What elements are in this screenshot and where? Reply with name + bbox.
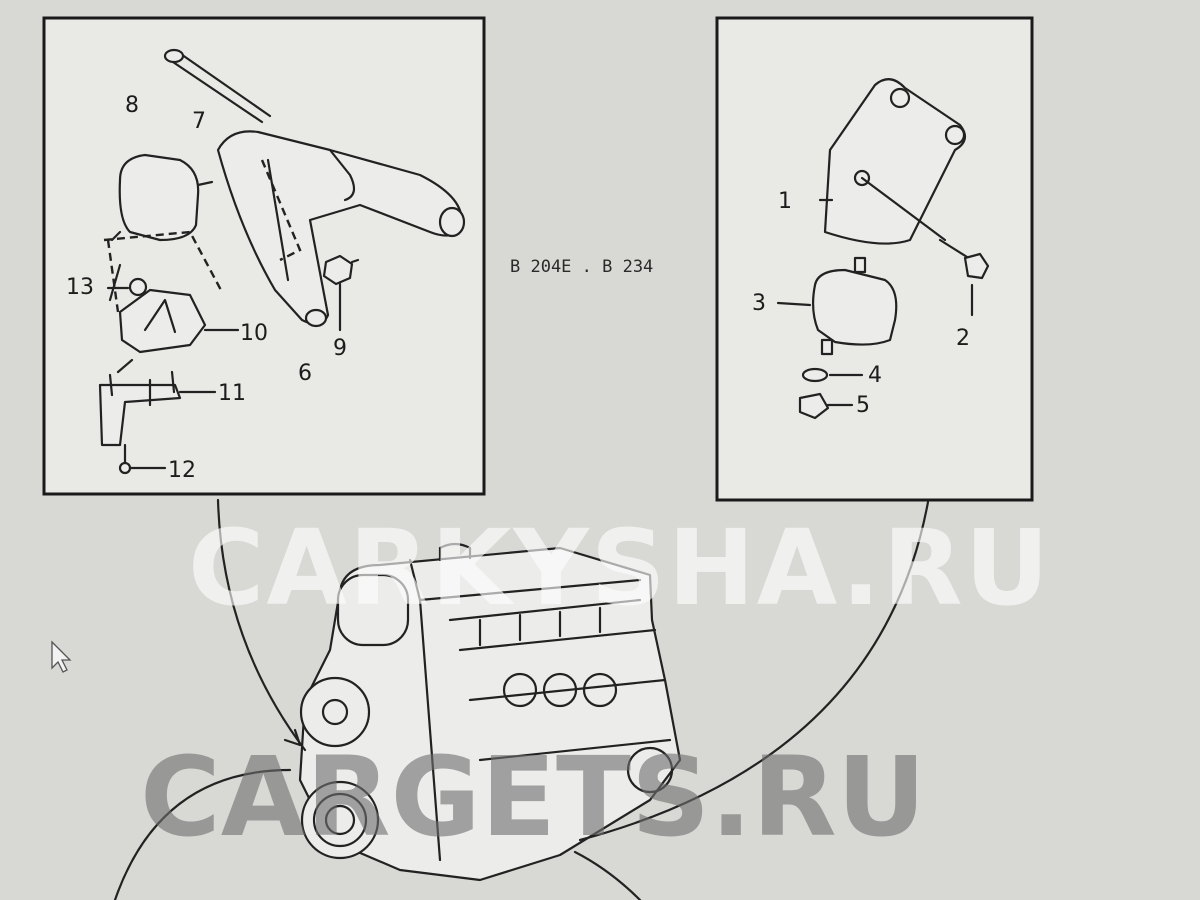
- watermark-primary: CARKYSHA.RU: [188, 507, 1051, 629]
- bolt-7: [163, 48, 272, 124]
- bolt-12: [118, 443, 167, 475]
- leader-lines: [108, 263, 134, 374]
- callout-8: 8: [125, 93, 139, 118]
- connector-lower-left: [113, 768, 292, 900]
- bracket-6: [216, 130, 466, 328]
- callout-2: 2: [956, 326, 970, 351]
- connector-left-to-engine: [216, 498, 307, 752]
- callout-7: 7: [192, 109, 206, 134]
- callout-10: 10: [240, 321, 268, 346]
- callout-1: 1: [778, 189, 792, 214]
- callout-12: 12: [168, 458, 196, 483]
- mount-8: [103, 153, 224, 293]
- bracket-11: [98, 370, 217, 447]
- arrowhead-left: [283, 728, 302, 747]
- mount-3: [776, 256, 898, 356]
- nut-5: [798, 392, 854, 420]
- bolt-2: [938, 238, 990, 317]
- watermark-secondary: CARGETS.RU: [140, 733, 926, 861]
- bracket-1: [818, 78, 967, 245]
- callout-9: 9: [333, 336, 347, 361]
- callout-5: 5: [856, 393, 870, 418]
- connector-right-to-engine: [578, 500, 930, 842]
- engine-block: [298, 542, 682, 882]
- callout-6: 6: [298, 361, 312, 386]
- cursor-arrow-icon: [51, 640, 72, 673]
- callout-13: 13: [66, 275, 94, 300]
- engine-code-label: B 204E . B 234: [510, 257, 653, 277]
- callout-11: 11: [218, 381, 246, 406]
- connector-lower-right: [573, 850, 642, 900]
- callout-3: 3: [752, 291, 766, 316]
- plate-10: [106, 239, 240, 354]
- callout-4: 4: [868, 363, 882, 388]
- nut-13: [106, 277, 148, 297]
- nut-9: [322, 254, 360, 332]
- washer-4: [801, 367, 864, 383]
